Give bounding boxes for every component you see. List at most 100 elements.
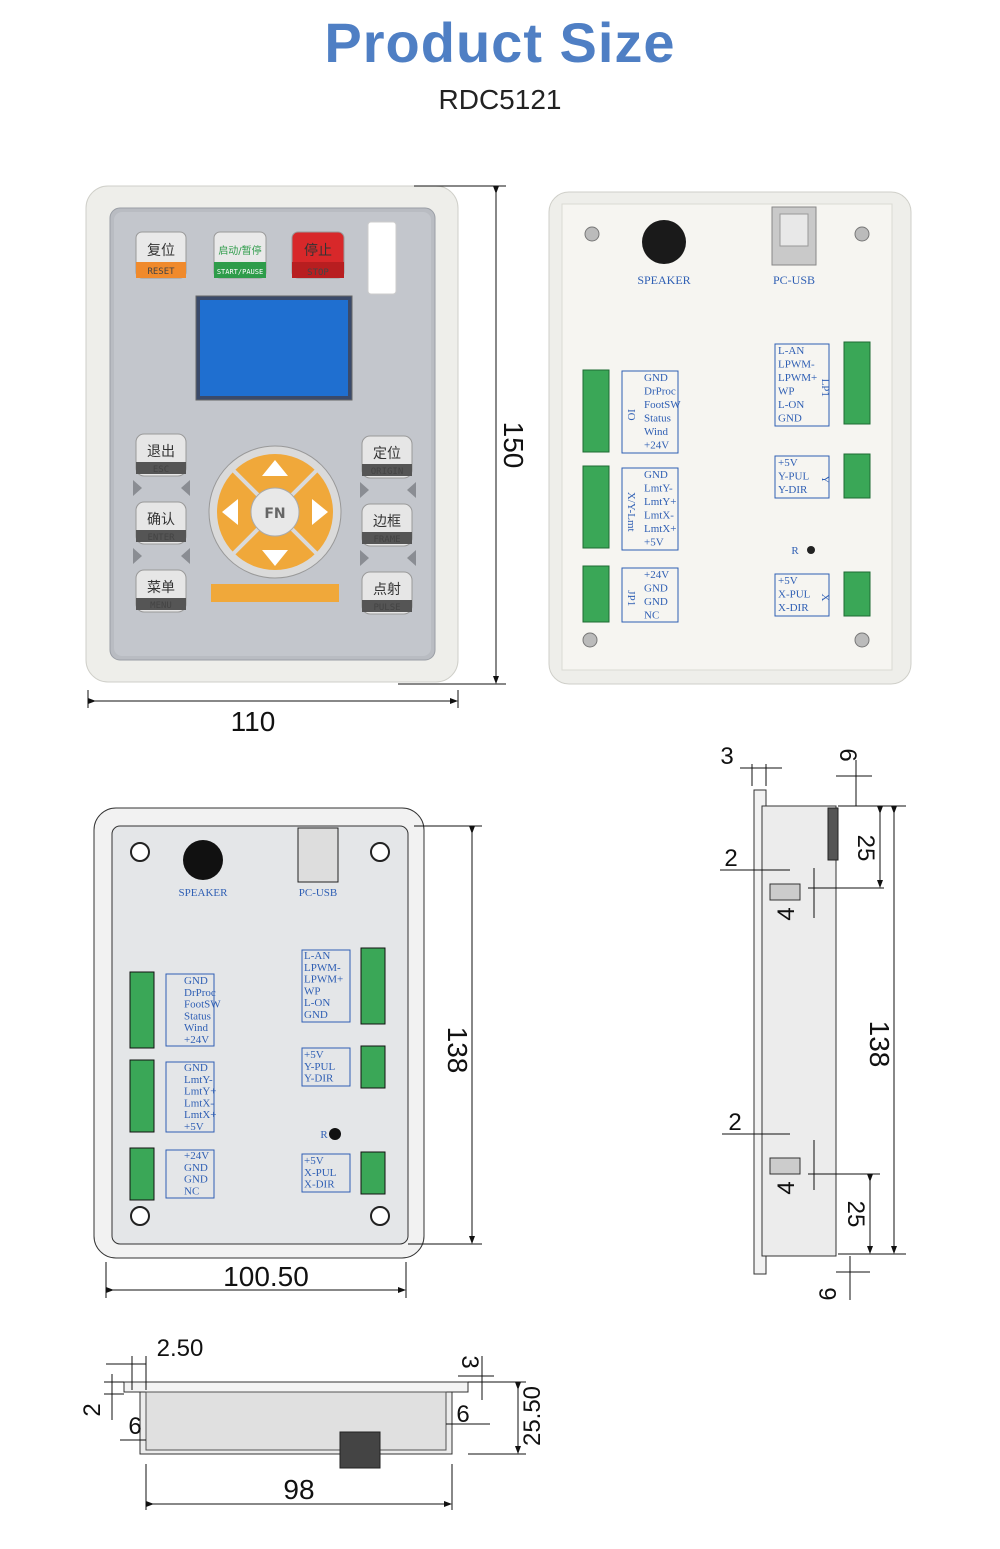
stop-button[interactable]: 停止 STOP	[291, 231, 345, 279]
front-height-label: 150	[498, 422, 529, 469]
front-panel: 复位 RESET 启动/暂停 START/PAUSE 停止 STOP 退出 ES…	[85, 185, 529, 737]
y-axis-drawing-pin-label: +5V	[304, 1049, 324, 1061]
status-indicator	[367, 221, 397, 295]
screw-icon	[584, 226, 600, 242]
usb-label-drawing: PC-USB	[299, 887, 338, 899]
io-pin-label: +24V	[644, 440, 669, 452]
side-drawing: 3 6 25 2 4 138 2 4 25 6	[720, 743, 906, 1301]
pulse-button[interactable]: 点射 PULSE	[361, 571, 413, 615]
reset-button-en: RESET	[147, 267, 175, 277]
power-pin-label: GND	[644, 596, 668, 608]
laser-drawing-pin-label: LPWM-	[304, 962, 341, 974]
screw-icon	[370, 1206, 390, 1226]
power-drawing-pin-label: GND	[184, 1162, 208, 1174]
x-axis-pin-label: X-PUL	[778, 589, 811, 601]
power-connector[interactable]	[582, 565, 610, 623]
reset-button[interactable]: 复位 RESET	[135, 231, 187, 279]
limit-drawing-pin-label: LmtX+	[184, 1109, 216, 1121]
fn-button-label: FN	[264, 506, 285, 522]
io-drawing-pin-label: DrProc	[184, 987, 216, 999]
power-connector	[129, 1147, 155, 1201]
laser-drawing-pin-label: GND	[304, 1009, 328, 1021]
speaker-icon	[183, 840, 223, 880]
frame-button-en: FRAME	[373, 535, 400, 545]
limit-drawing-pin-label: GND	[184, 1062, 208, 1074]
menu-button[interactable]: 菜单 MENU	[135, 569, 187, 613]
screw-icon	[854, 632, 870, 648]
x-axis-connector[interactable]	[843, 571, 871, 617]
reset-hole-label: R	[791, 545, 799, 557]
direction-pad[interactable]: FN	[208, 445, 342, 579]
left-indicator-icon	[133, 548, 142, 564]
side-dim-g: 2	[728, 1109, 741, 1136]
y-axis-pin-label: Y-PUL	[778, 471, 809, 483]
right-indicator-icon	[407, 550, 416, 566]
limit-pin-label: LmtX-	[644, 510, 674, 522]
arrow-left-icon	[222, 499, 238, 525]
reset-hole-icon	[807, 546, 815, 554]
arrow-right-icon	[312, 499, 328, 525]
screw-icon	[130, 842, 150, 862]
power-pin-label: +24V	[644, 569, 669, 581]
left-indicator-icon	[133, 480, 142, 496]
laser-label-block	[774, 343, 830, 427]
y-axis-drawing-pin-label: Y-DIR	[304, 1073, 334, 1085]
limit-pin-label: LmtY-	[644, 483, 673, 495]
limit-label-block	[621, 467, 679, 551]
side-dim-d: 2	[724, 845, 737, 872]
limit-connector[interactable]	[582, 465, 610, 549]
esc-button-en: ESC	[153, 465, 169, 475]
start-pause-button[interactable]: 启动/暂停 START/PAUSE	[213, 231, 267, 279]
io-pin-label: FootSW	[644, 399, 681, 411]
power-group-label: JP1	[625, 590, 637, 606]
back-panel: SPEAKER PC-USB R	[548, 191, 912, 685]
origin-button[interactable]: 定位 ORIGIN	[361, 435, 413, 479]
io-drawing-pin-label: FootSW	[184, 999, 221, 1011]
bottom-dim-f: 25.50	[519, 1386, 546, 1446]
x-axis-pin-label: X-DIR	[778, 602, 809, 614]
laser-drawing-pin-label: WP	[304, 985, 321, 997]
y-axis-connector	[360, 1045, 386, 1089]
side-dim-j: 6	[815, 1287, 842, 1300]
io-drawing-pin-label: Status	[184, 1010, 211, 1022]
lcd-screen	[200, 300, 348, 396]
limit-drawing-pin-label: LmtX-	[184, 1097, 214, 1109]
reset-hole-label-drawing: R	[320, 1129, 328, 1141]
side-dim-c: 25	[852, 835, 879, 862]
limit-drawing-pin-label: +5V	[184, 1121, 204, 1133]
power-drawing-pin-label: NC	[184, 1185, 199, 1197]
laser-group-label: LP1	[819, 379, 831, 397]
y-axis-connector[interactable]	[843, 453, 871, 499]
y-axis-drawing-pin-label: Y-PUL	[304, 1061, 335, 1073]
io-pin-label: Wind	[644, 426, 668, 438]
speaker-label-drawing: SPEAKER	[179, 887, 229, 899]
usb-port-icon	[339, 1431, 381, 1469]
laser-drawing-pin-label: LPWM+	[304, 974, 343, 986]
io-connector[interactable]	[582, 369, 610, 453]
enter-button-cn: 确认	[147, 512, 175, 528]
laser-pin-label: L-ON	[778, 399, 804, 411]
limit-drawing-pin-label: LmtY-	[184, 1074, 213, 1086]
laser-drawing-pin-label: L-AN	[304, 950, 330, 962]
bottom-dim-d: 3	[456, 1355, 483, 1368]
power-drawing-pin-label: +24V	[184, 1150, 209, 1162]
right-indicator-icon	[407, 482, 416, 498]
x-axis-connector	[360, 1151, 386, 1195]
io-pin-label: Status	[644, 413, 671, 425]
side-dim-h: 4	[773, 1181, 800, 1194]
limit-group-label: X/Y-Lmt	[625, 492, 637, 532]
side-dim-e: 4	[773, 907, 800, 920]
usb-label: PC-USB	[773, 273, 815, 287]
limit-pin-label: LmtX+	[644, 523, 676, 535]
frame-button[interactable]: 边框 FRAME	[361, 503, 413, 547]
speaker-label: SPEAKER	[637, 273, 690, 287]
x-axis-drawing-pin-label: +5V	[304, 1155, 324, 1167]
laser-connector[interactable]	[843, 341, 871, 425]
power-label-block	[621, 567, 679, 623]
enter-button[interactable]: 确认 ENTER	[135, 501, 187, 545]
stop-button-en: STOP	[307, 268, 329, 278]
laser-pin-label: WP	[778, 386, 795, 398]
esc-button[interactable]: 退出 ESC	[135, 433, 187, 477]
pulse-button-en: PULSE	[373, 603, 400, 613]
